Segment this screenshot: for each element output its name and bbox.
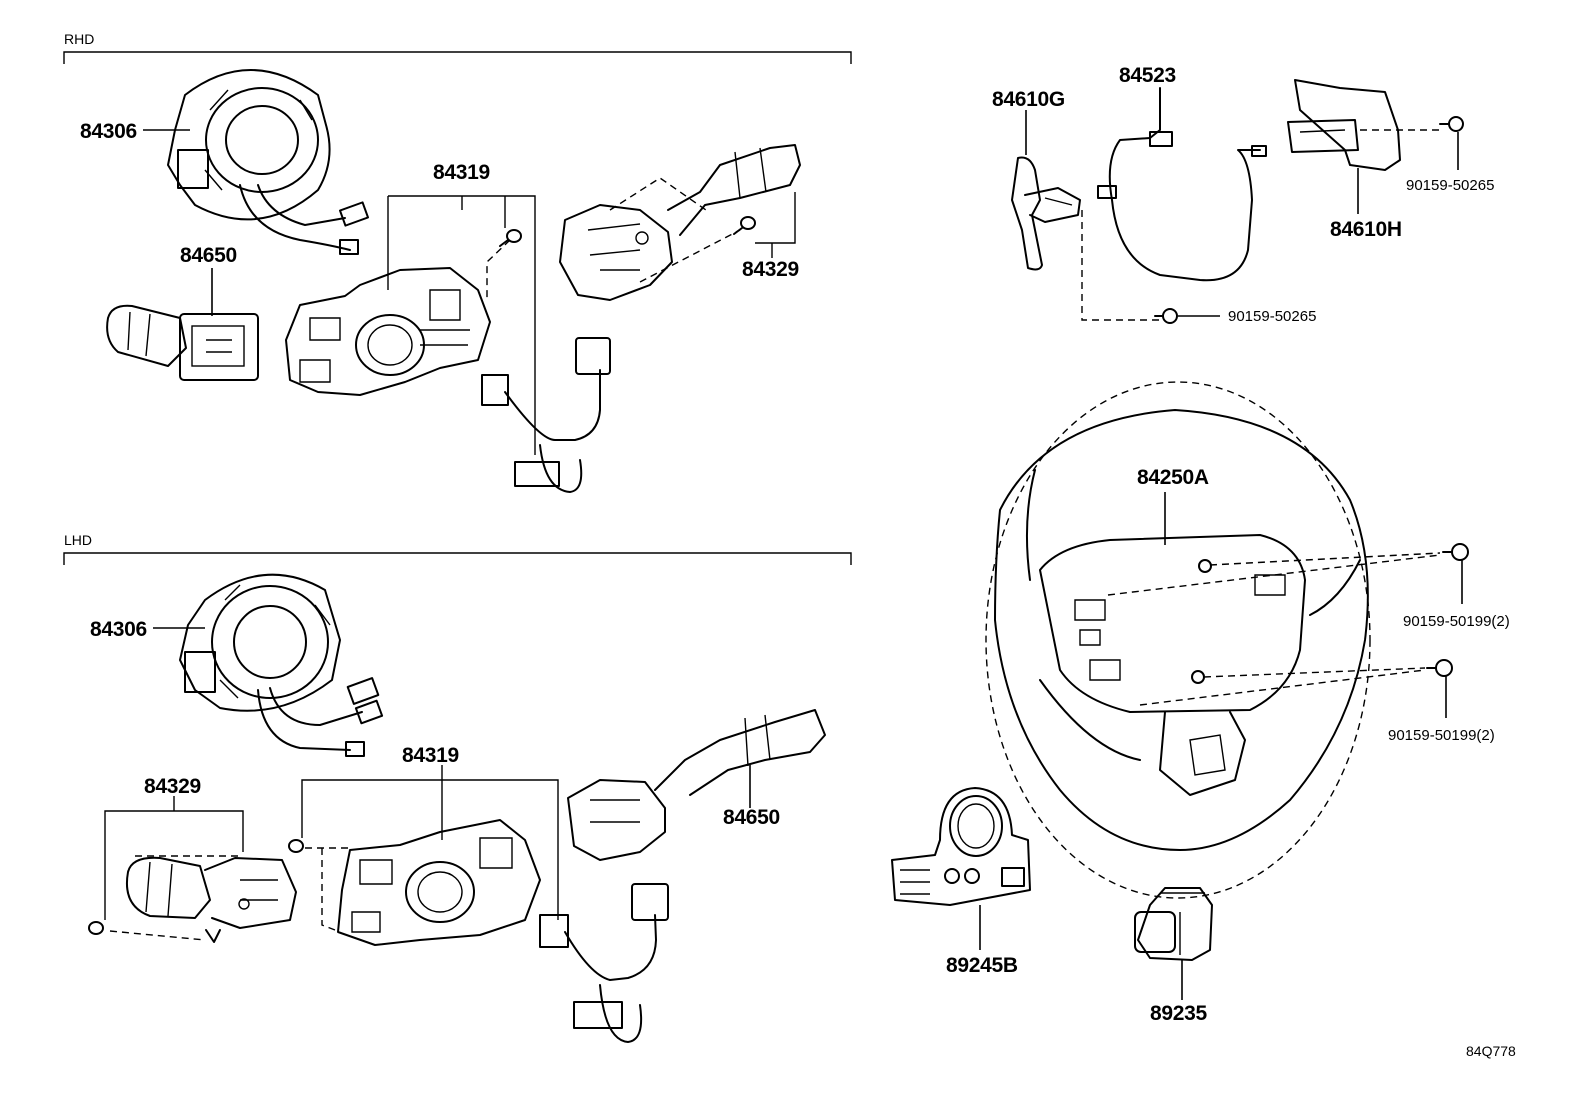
label-rhd-84306: 84306 xyxy=(80,120,137,143)
section-label-lhd: LHD xyxy=(64,532,92,548)
label-lhd-84306: 84306 xyxy=(90,618,147,641)
label-89235: 89235 xyxy=(1150,1002,1208,1025)
dash-84250A-screws xyxy=(1107,552,1441,706)
part-89235-sensor xyxy=(1134,887,1213,961)
part-84319-lhd-switch-body xyxy=(337,819,541,946)
label-84610H: 84610H xyxy=(1330,218,1402,241)
lhd-bracket xyxy=(63,552,852,565)
dash-lhd-84329 xyxy=(109,855,238,941)
part-84329-lhd-wiper-switch xyxy=(126,856,297,943)
part-84523-harness xyxy=(1097,87,1267,282)
diagram-code: 84Q778 xyxy=(1466,1043,1516,1059)
label-screw-lower: 90159-50199(2) xyxy=(1388,727,1495,744)
bracket-lhd-84319 xyxy=(301,779,559,920)
label-lhd-84650: 84650 xyxy=(723,806,780,829)
part-84306-lhd-clock-spring xyxy=(179,573,384,757)
bracket-rhd-84329 xyxy=(755,192,796,258)
part-84610H-paddle-switch xyxy=(1287,79,1401,171)
part-89245B-steering-sensor xyxy=(891,787,1031,906)
dash-rhd-84329 xyxy=(609,177,741,283)
part-84319-rhd-switch-body xyxy=(285,267,491,396)
label-lhd-84319: 84319 xyxy=(402,744,459,767)
label-bolt-top-right: 90159-50265 xyxy=(1406,177,1494,194)
dash-rhd-84319-screw xyxy=(486,239,511,300)
screw-lower xyxy=(1426,659,1453,677)
dash-84523-bolt xyxy=(1081,210,1160,321)
screw-lhd-84329 xyxy=(88,921,104,935)
label-84610G: 84610G xyxy=(992,88,1065,111)
dash-lhd-84319 xyxy=(305,847,350,931)
label-89245B: 89245B xyxy=(946,954,1018,977)
bolt-middle xyxy=(1154,308,1178,324)
label-lhd-84329: 84329 xyxy=(144,775,201,798)
screw-rhd-84329 xyxy=(733,216,756,235)
label-screw-upper: 90159-50199(2) xyxy=(1403,613,1510,630)
label-rhd-84319: 84319 xyxy=(433,161,490,184)
rhd-bracket xyxy=(63,51,852,64)
screw-rhd-84319 xyxy=(499,229,522,247)
screw-lhd-84319 xyxy=(288,839,304,853)
part-84306-rhd-clock-spring xyxy=(167,69,370,255)
label-rhd-84650: 84650 xyxy=(180,244,237,267)
bolt-84610H xyxy=(1439,116,1464,132)
section-label-rhd: RHD xyxy=(64,31,94,47)
part-84250A-steering-wheel xyxy=(985,381,1371,899)
part-84650-lhd-switch xyxy=(567,709,826,861)
part-84610G-paddle-switch xyxy=(1011,156,1081,271)
label-84250A: 84250A xyxy=(1137,466,1209,489)
bracket-rhd-84319-drops xyxy=(387,196,463,290)
label-bolt-middle: 90159-50265 xyxy=(1228,308,1316,325)
screw-upper xyxy=(1442,543,1469,561)
label-rhd-84329: 84329 xyxy=(742,258,799,281)
part-84319-lhd-harness xyxy=(539,883,669,1043)
part-84650-rhd-switch xyxy=(106,304,259,381)
part-84319-rhd-harness xyxy=(481,337,611,493)
bracket-rhd-84319 xyxy=(388,195,536,455)
label-84523: 84523 xyxy=(1119,64,1176,87)
part-84329-rhd-wiper-switch xyxy=(559,144,801,301)
bracket-lhd-84329 xyxy=(104,810,244,920)
